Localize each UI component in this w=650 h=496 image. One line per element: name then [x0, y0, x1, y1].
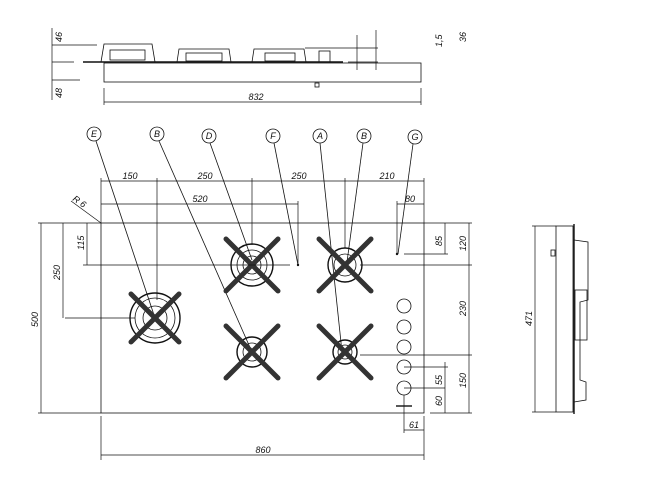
callouts: E B D F A B G [86, 126, 423, 353]
dim-1-5: 1,5 [434, 33, 444, 47]
dim-48: 48 [54, 88, 64, 98]
svg-text:D: D [206, 131, 213, 141]
svg-text:E: E [91, 129, 98, 139]
callout-d [201, 128, 217, 144]
dim-860: 860 [255, 445, 270, 455]
dim-80: 80 [405, 194, 415, 204]
top-view: E B D F A B G [30, 126, 472, 460]
hob-body [103, 62, 422, 83]
dim-55: 55 [434, 374, 444, 385]
end-view: 471 [524, 224, 589, 414]
burner-profile [100, 43, 331, 88]
dim-210: 210 [378, 171, 394, 181]
side-view: 46 48 1,5 36 832 [51, 28, 468, 105]
dim-500: 500 [30, 312, 40, 327]
dim-150: 150 [122, 171, 137, 181]
dim-46: 46 [54, 32, 64, 42]
svg-text:B: B [154, 129, 160, 139]
dim-832: 832 [248, 92, 263, 102]
dim-250-vertical: 250 [52, 265, 62, 281]
dim-230: 230 [458, 301, 468, 317]
svg-text:G: G [411, 132, 418, 142]
knob [396, 319, 412, 335]
dim-520: 520 [192, 194, 207, 204]
callout-b [149, 126, 165, 142]
dim-61: 61 [409, 420, 419, 430]
radius-r6: R 6 [71, 193, 88, 209]
svg-text:F: F [270, 131, 276, 141]
callout-e [86, 126, 102, 142]
callout-b [356, 128, 372, 144]
control-knobs [396, 298, 412, 407]
burner-front-right [316, 323, 374, 381]
svg-text:B: B [361, 131, 367, 141]
burner-triple-crown [128, 291, 182, 345]
callout-g [407, 129, 423, 145]
dim-120: 120 [458, 236, 468, 251]
burner-front-middle [223, 323, 281, 381]
dim-115: 115 [76, 235, 86, 250]
callout-f [265, 128, 281, 144]
knob [396, 339, 412, 355]
hob-side-body [555, 225, 574, 413]
svg-text:A: A [316, 131, 323, 141]
dim-85: 85 [434, 235, 444, 246]
knob [396, 298, 412, 314]
dim-471: 471 [524, 311, 534, 326]
dim-60: 60 [434, 396, 444, 406]
dim-150-vertical: 150 [458, 373, 468, 388]
dim-250: 250 [290, 171, 306, 181]
dim-250: 250 [196, 171, 212, 181]
dim-36: 36 [458, 32, 468, 42]
